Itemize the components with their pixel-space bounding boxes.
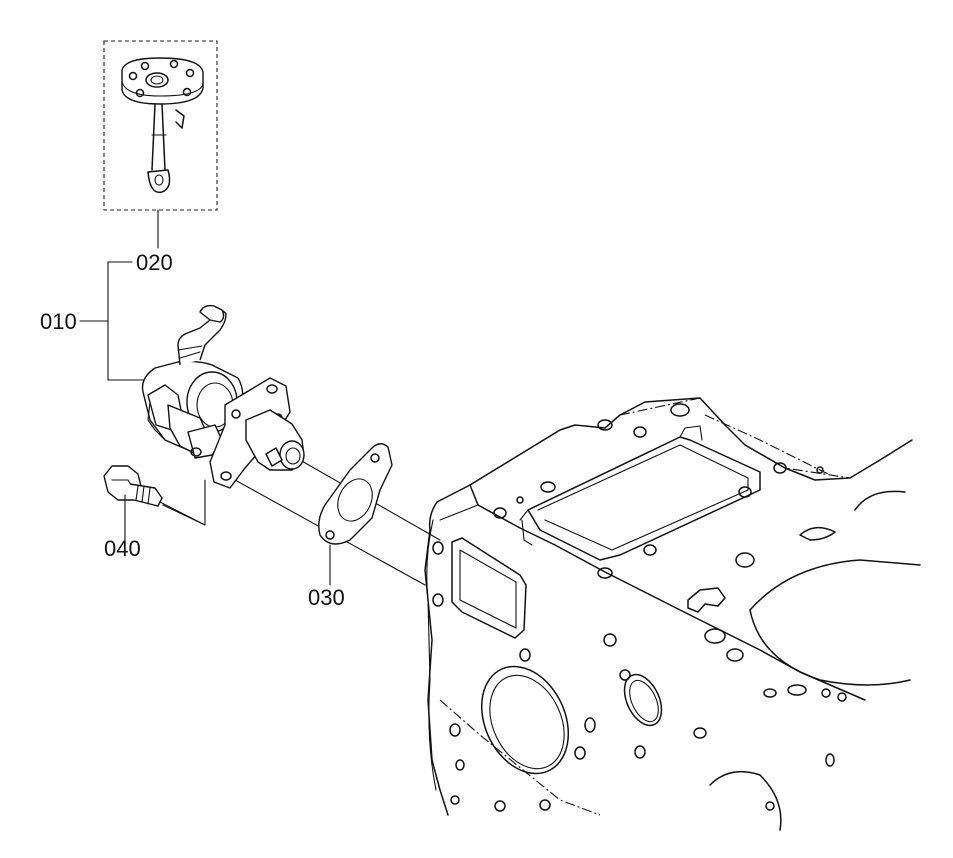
part-030-gasket — [318, 443, 393, 545]
part-010-fuel-pump — [141, 304, 305, 489]
part-040-bolt — [103, 465, 163, 507]
callout-040: 040 — [104, 536, 141, 561]
callout-020: 020 — [136, 250, 173, 275]
callout-010: 010 — [40, 309, 77, 334]
callout-030: 030 — [308, 585, 345, 610]
part-020-drawing — [121, 57, 204, 194]
detail-box-020 — [103, 40, 218, 211]
engine-block — [424, 397, 921, 831]
